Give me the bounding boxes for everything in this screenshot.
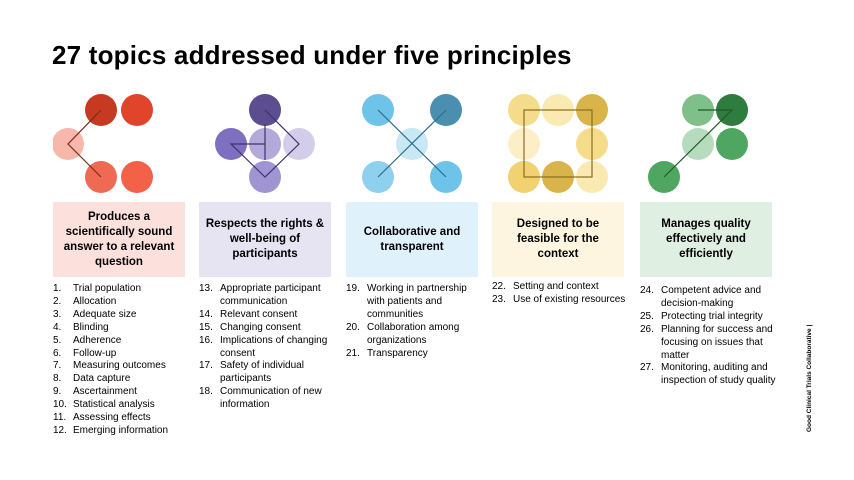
list-item: 7.Measuring outcomes [53,360,166,372]
list-item: 27.Monitoring, auditing and inspection o… [640,362,776,387]
list-item: 24.Competent advice and decision-making [640,285,762,309]
quality-icon [648,94,748,193]
list-item: 5.Adherence [53,334,122,346]
feasible-icon [508,94,608,193]
topic-list: 13.Appropriate participant communication… [199,283,335,412]
list-item: 19.Working in partnership with patients … [346,283,467,320]
list-item: 9.Ascertainment [53,386,137,398]
list-item: 8.Data capture [53,373,131,385]
list-item: 15.Changing consent [199,321,301,333]
list-item: 22.Setting and context [492,281,599,292]
scientific-answer-icon [53,94,153,193]
rights-wellbeing-icon [215,94,315,193]
topic-list: 1.Trial population 2.Allocation 3.Adequa… [53,283,189,438]
list-item: 6.Follow-up [53,347,117,359]
list-item: 25.Protecting trial integrity [640,310,763,322]
list-item: 1.Trial population [53,283,142,294]
list-item: 26.Planning for success and focusing on … [640,323,773,361]
list-item: 18.Communication of new information [199,386,322,411]
collaborative-icon [362,94,462,193]
list-item: 2.Allocation [53,295,117,307]
topic-list: 24.Competent advice and decision-making … [640,285,776,388]
principle-header: Manages quality effectively and efficien… [640,202,772,277]
list-item: 12.Emerging information [53,424,169,436]
list-item: 13.Appropriate participant communication [199,283,321,307]
topic-list: 22.Setting and context 23.Use of existin… [492,281,628,307]
principle-header: Respects the rights & well-being of part… [199,202,331,277]
list-item: 21.Transparency [346,347,428,359]
list-item: 3.Adequate size [53,308,137,320]
list-item: 16.Implications of changing consent [199,334,328,359]
principle-header: Designed to be feasible for the context [492,202,624,277]
topic-list: 19.Working in partnership with patients … [346,283,482,360]
list-item: 11.Assessing effects [53,412,151,424]
list-item: 20.Collaboration among organizations [346,321,460,346]
list-item: 14.Relevant consent [199,308,298,320]
principle-header: Produces a scientifically sound answer t… [53,202,185,277]
list-item: 17.Safety of individual participants [199,360,304,385]
list-item: 10.Statistical analysis [53,399,155,411]
list-item: 4.Blinding [53,321,109,333]
list-item: 23.Use of existing resources [492,293,626,305]
page-title: 27 topics addressed under five principle… [52,40,572,70]
principle-header: Collaborative and transparent [346,202,478,277]
credit-text: Good Clinical Trials Collaborative | [806,324,813,432]
